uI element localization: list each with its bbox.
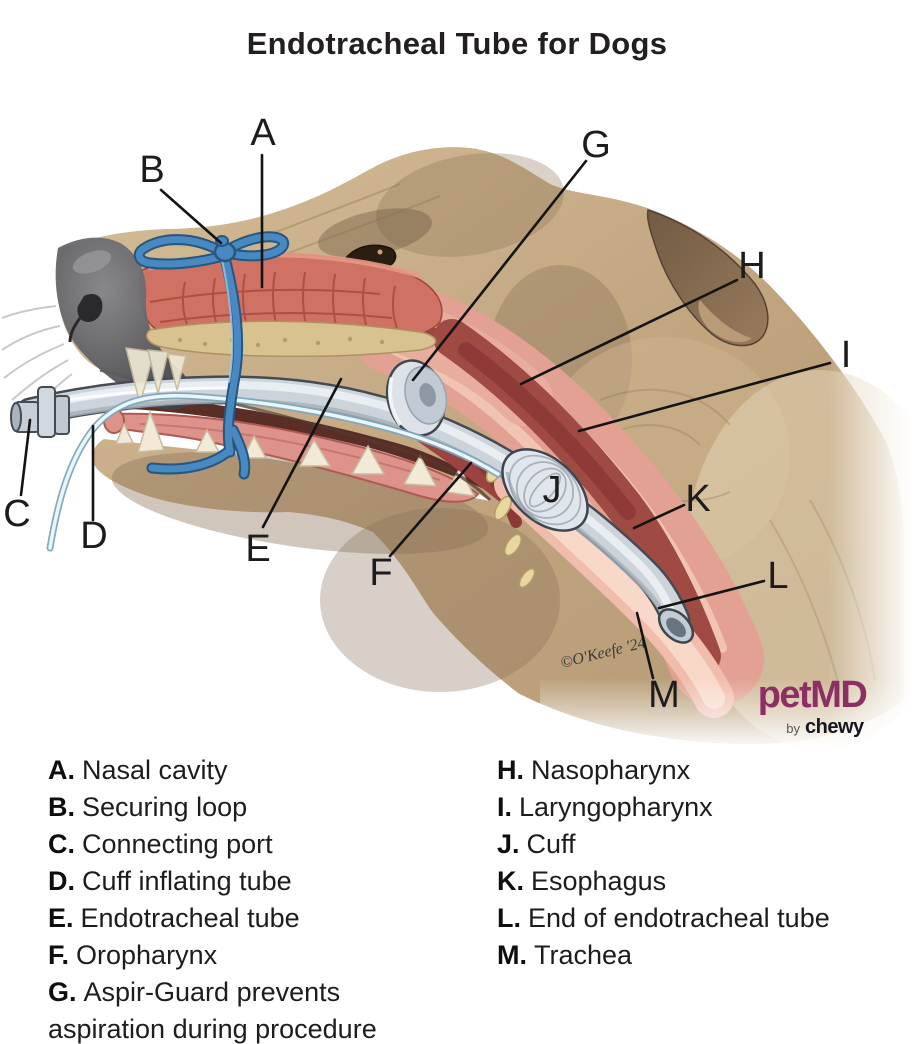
leader-line-e xyxy=(261,377,343,529)
legend-text: Aspir-Guard prevents aspiration during p… xyxy=(48,977,377,1044)
leader-line-k xyxy=(632,503,686,530)
securing-loop xyxy=(133,231,290,480)
tube-tip xyxy=(657,608,695,644)
diagram-label-b: B xyxy=(139,149,164,191)
byline-prefix: by xyxy=(786,721,801,736)
legend-letter: K. xyxy=(497,866,524,896)
leader-line-l xyxy=(657,579,766,610)
upper-teeth xyxy=(125,347,187,407)
connector-collar xyxy=(54,395,70,435)
page-title: Endotracheal Tube for Dogs xyxy=(246,26,668,61)
legend-item-f: F.Oropharynx xyxy=(48,937,433,974)
connector-opening xyxy=(10,402,22,432)
legend-text: Laryngopharynx xyxy=(519,792,713,822)
leader-line-b xyxy=(159,188,223,245)
legend-text: Trachea xyxy=(534,940,633,970)
legend-item-c: C.Connecting port xyxy=(48,826,433,863)
ear xyxy=(646,209,769,347)
diagram-label-j: J xyxy=(543,469,562,511)
legend-text: Oropharynx xyxy=(76,940,218,970)
nostril-flick xyxy=(68,317,82,343)
connector-flange xyxy=(37,386,56,438)
cuff-inflating-tube xyxy=(46,392,502,552)
legend-item-b: B.Securing loop xyxy=(48,789,433,826)
connecting-port xyxy=(10,386,70,438)
petmd-logo: petMD xyxy=(757,674,868,716)
leader-line-m xyxy=(635,611,655,680)
forehead-shading xyxy=(376,153,564,257)
legend-text: Cuff xyxy=(526,829,576,859)
legend-item-e: E.Endotracheal tube xyxy=(48,900,433,937)
legend-item-h: H.Nasopharynx xyxy=(497,752,914,789)
hard-palate xyxy=(145,320,437,358)
legend-letter: B. xyxy=(48,792,75,822)
legend-right-column: H.Nasopharynx I.Laryngopharynx J.Cuff K.… xyxy=(497,752,914,974)
leader-line-g xyxy=(411,159,588,382)
cuff-balloon xyxy=(501,448,589,532)
diagram-label-e: E xyxy=(245,528,270,570)
diagram-label-k: K xyxy=(685,478,710,520)
bottom-edge-fade xyxy=(540,678,914,750)
legend-letter: M. xyxy=(497,940,527,970)
legend-letter: J. xyxy=(497,829,520,859)
tongue-midline xyxy=(139,423,441,481)
legend-item-d: D.Cuff inflating tube xyxy=(48,863,433,900)
tube-highlight-core xyxy=(58,386,232,403)
legend-item-j: J.Cuff xyxy=(497,826,914,863)
leader-line-i xyxy=(577,361,832,433)
legend-letter: A. xyxy=(48,755,75,785)
leader-line-h xyxy=(519,278,739,386)
legend-letter: D. xyxy=(48,866,75,896)
legend-text: Connecting port xyxy=(82,829,273,859)
legend-item-i: I.Laryngopharynx xyxy=(497,789,914,826)
legend-letter: L. xyxy=(497,903,521,933)
diagram-label-g: G xyxy=(581,124,611,166)
diagram-letters: A B C D E F G H I J K L M xyxy=(3,112,851,716)
lower-teeth xyxy=(114,409,476,497)
diagram-label-c: C xyxy=(3,493,30,535)
diagram-label-d: D xyxy=(80,515,107,557)
legend-text: Esophagus xyxy=(531,866,667,896)
legend-item-l: L.End of endotracheal tube xyxy=(497,900,914,937)
nostril xyxy=(77,294,103,322)
diagram-label-i: I xyxy=(841,334,852,376)
legend-item-g: G.Aspir-Guard prevents aspiration during… xyxy=(48,974,433,1044)
ear-inner xyxy=(698,300,752,343)
right-edge-fade xyxy=(828,85,914,745)
leader-line-c xyxy=(19,418,32,497)
legend-item-k: K.Esophagus xyxy=(497,863,914,900)
leader-line-f xyxy=(388,461,473,558)
legend-item-m: M.Trachea xyxy=(497,937,914,974)
laryngopharynx-stripe xyxy=(458,342,636,520)
nose-highlight xyxy=(72,250,112,274)
diagram-label-f: F xyxy=(369,552,392,594)
legend-text: Nasal cavity xyxy=(82,755,228,785)
chewy-logo: chewy xyxy=(805,716,864,738)
aspir-guard-disc xyxy=(385,359,448,437)
jaw-shading-2 xyxy=(320,508,560,692)
brow-shading xyxy=(318,208,432,258)
legend-left-column: A.Nasal cavity B.Securing loop C.Connect… xyxy=(48,752,433,1044)
legend-letter: I. xyxy=(497,792,513,822)
eye-highlight xyxy=(377,249,383,255)
legend-text: End of endotracheal tube xyxy=(528,903,830,933)
legend-item-a: A.Nasal cavity xyxy=(48,752,433,789)
legend-text: Nasopharynx xyxy=(531,755,691,785)
legend-letter: H. xyxy=(497,755,524,785)
diagram-label-a: A xyxy=(250,112,276,154)
diagram-label-m: M xyxy=(648,674,680,716)
legend-text: Endotracheal tube xyxy=(80,903,300,933)
legend-letter: C. xyxy=(48,829,75,859)
diagram-label-l: L xyxy=(767,555,788,597)
diagram-label-h: H xyxy=(738,245,765,287)
legend-letter: G. xyxy=(48,977,77,1007)
legend-letter: E. xyxy=(48,903,74,933)
legend-letter: F. xyxy=(48,940,70,970)
legend-text: Securing loop xyxy=(82,792,248,822)
leader-lines xyxy=(19,153,832,680)
legend-text: Cuff inflating tube xyxy=(82,866,292,896)
